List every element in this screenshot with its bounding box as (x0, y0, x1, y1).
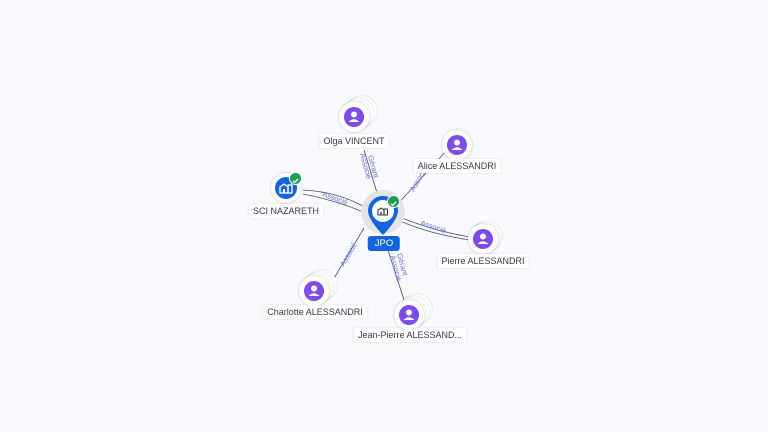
center-label: JPO (367, 236, 401, 251)
person-icon (399, 305, 419, 325)
verified-check-icon (289, 172, 302, 185)
verified-check-icon (387, 195, 400, 208)
person-avatar[interactable] (442, 130, 472, 160)
edge-label-charlotte-associe: Associé (338, 241, 359, 268)
person-icon (304, 281, 324, 301)
edge-pierre-1 (399, 216, 471, 238)
node-label: SCI NAZARETH (248, 204, 324, 218)
node-label: Alice ALESSANDRI (413, 159, 501, 173)
person-avatar[interactable] (394, 300, 424, 330)
person-avatar[interactable] (299, 276, 329, 306)
edge-jeanpierre (387, 249, 405, 301)
person-avatar[interactable] (339, 102, 369, 132)
person-icon (344, 107, 364, 127)
edge-label-sci-associe: Associé (321, 189, 349, 206)
node-label: Charlotte ALESSANDRI (263, 305, 367, 319)
node-label: Jean-Pierre ALESSAND... (353, 328, 467, 342)
building-icon (376, 204, 390, 223)
person-icon (447, 135, 467, 155)
edge-pierre-2 (399, 220, 471, 241)
edge-charlotte (332, 227, 365, 281)
person-avatar[interactable] (468, 224, 498, 254)
node-label: Pierre ALESSANDRI (437, 254, 529, 268)
person-icon (473, 229, 493, 249)
edge-olga (363, 149, 379, 197)
node-label: Olga VINCENT (319, 134, 389, 148)
edge-sci-2 (302, 193, 367, 214)
